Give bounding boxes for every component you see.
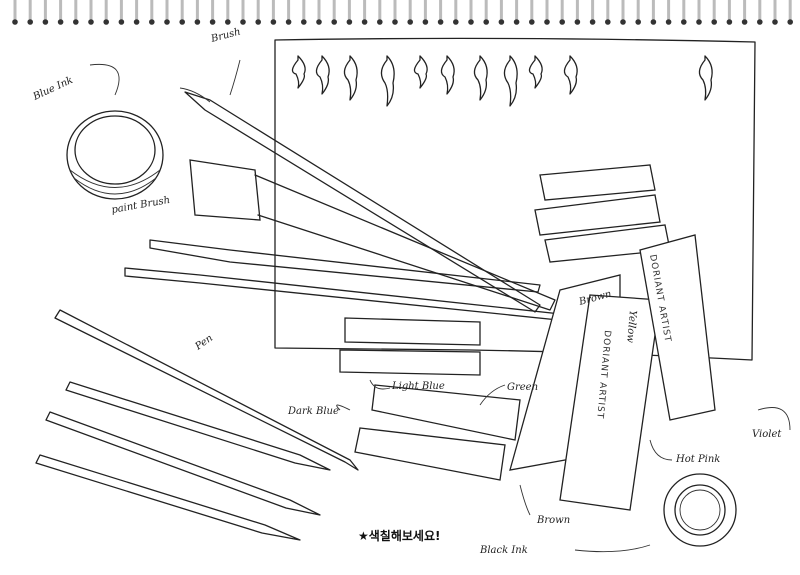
binding-hole xyxy=(73,19,79,25)
binding-hole xyxy=(529,19,535,25)
binding-hole xyxy=(377,19,383,25)
caption: ★색칠해보세요! xyxy=(358,528,440,543)
binding-hole xyxy=(316,19,322,25)
binding-hole xyxy=(681,19,687,25)
binding-hole xyxy=(103,19,109,25)
binding-hole xyxy=(741,19,748,25)
binding-hole xyxy=(27,19,33,25)
label-violet: Violet xyxy=(752,429,782,440)
label-yellow-tube: Yellow xyxy=(624,310,638,344)
binding-hole xyxy=(164,19,170,25)
label-blue-ink: Blue Ink xyxy=(31,75,75,103)
paint-drip xyxy=(440,55,455,95)
paint-drip xyxy=(343,55,358,101)
binding-hole xyxy=(787,19,793,25)
binding-hole xyxy=(270,19,277,25)
binding-hole xyxy=(453,19,459,25)
binding-hole xyxy=(57,19,64,25)
paint-drip xyxy=(528,55,543,89)
label-hot-pink: Hot Pink xyxy=(675,454,720,465)
binding-hole xyxy=(149,19,155,25)
label-pointers xyxy=(89,59,791,553)
binding-hole xyxy=(696,19,702,25)
paint-drip xyxy=(315,55,330,95)
blue-ink-jar xyxy=(66,110,164,200)
binding-hole xyxy=(544,19,550,25)
paint-drip xyxy=(380,55,395,107)
binding-hole xyxy=(407,19,414,25)
binding-hole xyxy=(711,19,717,25)
label-light-blue: Light Blue xyxy=(391,381,445,392)
binding-hole xyxy=(757,19,763,25)
pens xyxy=(35,309,359,541)
binding-hole xyxy=(346,19,353,25)
large-paint-tubes: DORIANT ARTIST DORIANT ARTIST xyxy=(509,234,716,511)
binding-hole xyxy=(498,19,505,25)
label-dark-blue: Dark Blue xyxy=(287,406,339,417)
binding-hole xyxy=(179,19,185,25)
binding-hole xyxy=(361,19,368,25)
paint-drip xyxy=(291,55,306,89)
label-pen: Pen xyxy=(193,333,215,353)
binding-hole xyxy=(772,19,778,25)
binding-hole xyxy=(194,19,201,25)
binding-hole xyxy=(437,19,444,25)
binding-hole xyxy=(392,19,398,25)
small-paint-tubes xyxy=(339,164,671,481)
black-ink-jar xyxy=(663,473,737,547)
binding-hole xyxy=(589,19,596,25)
binding-hole xyxy=(574,19,581,25)
binding-hole xyxy=(42,19,49,25)
paint-drip xyxy=(413,55,428,89)
binding-hole xyxy=(118,19,125,25)
binding-hole xyxy=(650,19,657,25)
binding-hole xyxy=(301,19,307,25)
label-brown: Brown xyxy=(536,515,570,526)
binding-hole xyxy=(605,19,611,25)
binding-hole xyxy=(225,19,231,25)
binding-hole xyxy=(726,19,733,25)
spiral-binding xyxy=(12,0,793,25)
label-green: Green xyxy=(507,382,538,393)
binding-hole xyxy=(635,19,641,25)
binding-hole xyxy=(240,19,246,25)
binding-hole xyxy=(285,19,292,25)
brushes xyxy=(124,87,571,322)
label-brush: Brush xyxy=(209,26,242,45)
binding-hole xyxy=(12,19,18,25)
binding-hole xyxy=(88,19,94,25)
paint-drip xyxy=(563,55,578,95)
binding-hole xyxy=(513,19,520,25)
binding-hole xyxy=(255,19,261,25)
binding-hole xyxy=(331,19,338,25)
paint-drip xyxy=(698,55,713,101)
binding-hole xyxy=(665,19,672,25)
binding-hole xyxy=(133,19,140,25)
paint-drip xyxy=(503,55,518,107)
binding-hole xyxy=(559,19,565,25)
binding-hole xyxy=(468,19,474,25)
binding-hole xyxy=(483,19,490,25)
label-black-ink: Black Ink xyxy=(479,545,528,556)
binding-hole xyxy=(620,19,626,25)
paint-drip xyxy=(473,55,488,101)
binding-hole xyxy=(209,19,216,25)
binding-hole xyxy=(422,19,429,25)
